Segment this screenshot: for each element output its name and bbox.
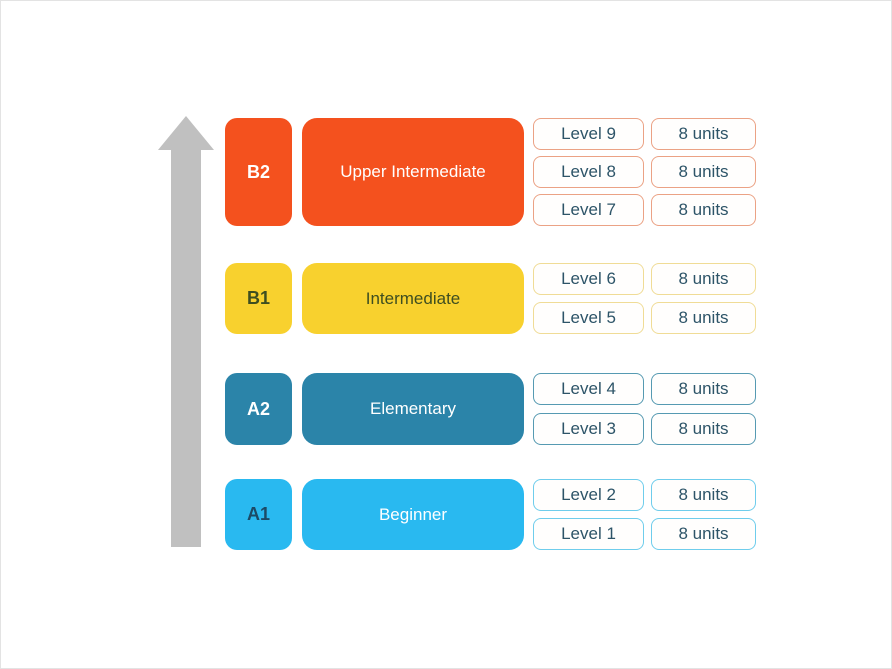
- row-a2: A2 Elementary Level 4 Level 3 8 units 8 …: [225, 373, 756, 445]
- units-pill-column-a1: 8 units 8 units: [651, 479, 756, 550]
- up-arrow-icon: [158, 116, 214, 547]
- units-pill: 8 units: [651, 156, 756, 188]
- level-pill: Level 8: [533, 156, 644, 188]
- level-pill-column-a2: Level 4 Level 3: [533, 373, 644, 445]
- cefr-code-label: A2: [246, 398, 270, 419]
- level-pill: Level 5: [533, 302, 644, 334]
- level-pill-label: Level 3: [561, 419, 616, 438]
- units-pill-label: 8 units: [678, 524, 729, 543]
- cefr-badge-a2: A2: [225, 373, 292, 445]
- level-name-label: Elementary: [370, 399, 456, 418]
- level-name-label: Upper Intermediate: [340, 162, 486, 181]
- cefr-code-label: B1: [246, 288, 270, 308]
- units-pill-label: 8 units: [678, 200, 729, 219]
- units-pill: 8 units: [651, 373, 756, 405]
- units-pill: 8 units: [651, 302, 756, 334]
- level-name-block-b1: Intermediate: [302, 263, 524, 334]
- level-pill: Level 1: [533, 518, 644, 550]
- units-pill-label: 8 units: [678, 124, 729, 143]
- level-pill-column-b1: Level 6 Level 5: [533, 263, 644, 334]
- level-pill: Level 3: [533, 413, 644, 445]
- units-pill: 8 units: [651, 194, 756, 226]
- units-pill-column-b2: 8 units 8 units 8 units: [651, 118, 756, 226]
- units-pill-column-a2: 8 units 8 units: [651, 373, 756, 445]
- units-pill: 8 units: [651, 263, 756, 295]
- row-b1: B1 Intermediate Level 6 Level 5 8 units …: [225, 263, 756, 334]
- level-pill-label: Level 7: [561, 200, 616, 219]
- units-pill: 8 units: [651, 518, 756, 550]
- units-pill-label: 8 units: [678, 485, 729, 504]
- cefr-code-label: A1: [246, 504, 270, 524]
- level-pill-label: Level 1: [561, 524, 616, 543]
- level-name-block-b2: Upper Intermediate: [302, 118, 524, 226]
- progression-arrow: [156, 113, 216, 549]
- cefr-badge-a1: A1: [225, 479, 292, 550]
- level-pill-label: Level 2: [561, 485, 616, 504]
- cefr-code-label: B2: [246, 161, 270, 182]
- level-pill: Level 7: [533, 194, 644, 226]
- level-pill-label: Level 5: [561, 308, 616, 327]
- level-pill-label: Level 6: [561, 269, 616, 288]
- level-pill: Level 2: [533, 479, 644, 511]
- row-a1: A1 Beginner Level 2 Level 1 8 units 8 un…: [225, 479, 756, 550]
- level-pill-column-b2: Level 9 Level 8 Level 7: [533, 118, 644, 226]
- units-pill: 8 units: [651, 118, 756, 150]
- units-pill-label: 8 units: [678, 419, 729, 438]
- units-pill: 8 units: [651, 479, 756, 511]
- level-pill-label: Level 9: [561, 124, 616, 143]
- cefr-badge-b2: B2: [225, 118, 292, 226]
- level-name-label: Beginner: [378, 504, 448, 524]
- level-pill: Level 9: [533, 118, 644, 150]
- units-pill: 8 units: [651, 413, 756, 445]
- cefr-badge-b1: B1: [225, 263, 292, 334]
- level-pill-column-a1: Level 2 Level 1: [533, 479, 644, 550]
- level-name-block-a1: Beginner: [302, 479, 524, 550]
- units-pill-label: 8 units: [678, 379, 729, 398]
- level-name-block-a2: Elementary: [302, 373, 524, 445]
- row-b2: B2 Upper Intermediate Level 9 Level 8 Le…: [225, 118, 756, 226]
- units-pill-label: 8 units: [678, 269, 729, 288]
- level-pill-label: Level 4: [561, 379, 616, 398]
- units-pill-label: 8 units: [678, 308, 729, 327]
- units-pill-label: 8 units: [678, 162, 729, 181]
- units-pill-column-b1: 8 units 8 units: [651, 263, 756, 334]
- level-pill: Level 4: [533, 373, 644, 405]
- level-pill: Level 6: [533, 263, 644, 295]
- level-pill-label: Level 8: [561, 162, 616, 181]
- level-name-label: Intermediate: [365, 288, 461, 308]
